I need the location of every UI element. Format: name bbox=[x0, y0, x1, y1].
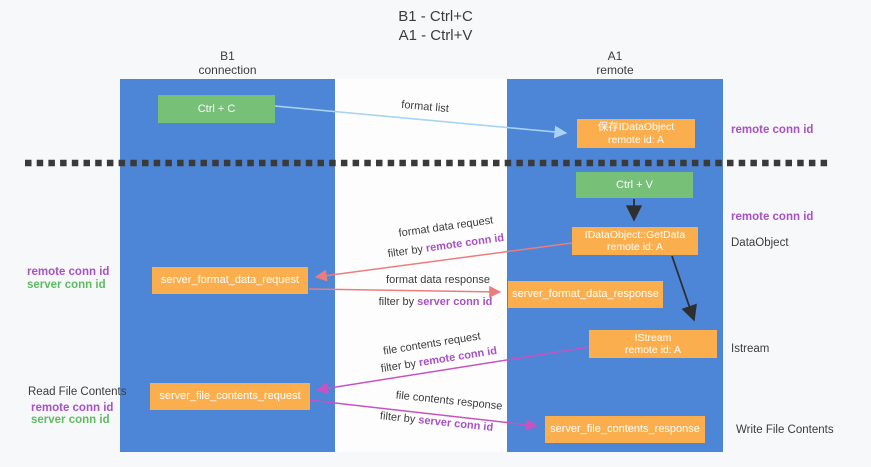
left-remote-conn-id-1: remote conn id bbox=[27, 266, 110, 278]
diagram-title: B1 - Ctrl+C A1 - Ctrl+V bbox=[0, 7, 871, 45]
node-format-request-label: server_format_data_request bbox=[160, 274, 300, 286]
lifeline-header-b1: B1 connection bbox=[120, 49, 335, 77]
node-ctrl-c: Ctrl + C bbox=[158, 95, 275, 123]
lifeline-b1-role: connection bbox=[198, 63, 257, 77]
lifeline-header-a1: A1 remote bbox=[507, 49, 723, 77]
left-server-conn-id-1: server conn id bbox=[27, 279, 106, 291]
node-save-idataobject: 保存IDataObject remote id: A bbox=[577, 119, 695, 148]
node-server-file-contents-request: server_file_contents_request bbox=[150, 383, 310, 410]
right-remote-conn-id-2: remote conn id bbox=[731, 211, 814, 223]
left-read-file-contents-label: Read File Contents bbox=[28, 386, 127, 398]
lifeline-b1-name: B1 bbox=[220, 49, 235, 63]
node-getdata-line2: remote id: A bbox=[606, 241, 664, 253]
right-write-file-contents-label: Write File Contents bbox=[736, 424, 834, 436]
right-dataobject-label: DataObject bbox=[731, 237, 789, 249]
node-server-format-data-request: server_format_data_request bbox=[152, 267, 308, 294]
node-file-response-label: server_file_contents_response bbox=[550, 423, 700, 435]
label-filter-by-server-conn-id-1: filter by server conn id bbox=[375, 296, 496, 309]
node-istream: IStream remote id: A bbox=[589, 330, 717, 358]
node-server-file-contents-response: server_file_contents_response bbox=[545, 416, 705, 443]
left-server-conn-id-2: server conn id bbox=[31, 414, 110, 426]
title-line-1: B1 - Ctrl+C bbox=[398, 8, 473, 25]
filter-by-text: filter by bbox=[379, 410, 416, 426]
node-istream-line1: IStream bbox=[634, 331, 672, 344]
server-conn-id-text: server conn id bbox=[417, 296, 493, 308]
node-save-line2: remote id: A bbox=[607, 133, 665, 146]
left-remote-conn-id-2: remote conn id bbox=[31, 402, 114, 414]
node-istream-line2: remote id: A bbox=[624, 344, 682, 356]
node-save-line1: 保存IDataObject bbox=[597, 121, 675, 133]
filter-by-text: filter by bbox=[378, 296, 415, 308]
lifeline-a1-name: A1 bbox=[607, 49, 623, 63]
node-getdata-line1: IDataObject::GetData bbox=[584, 228, 686, 241]
right-istream-label: Istream bbox=[731, 343, 770, 355]
node-server-format-data-response: server_format_data_response bbox=[508, 281, 663, 308]
title-line-2: A1 - Ctrl+V bbox=[398, 27, 473, 44]
label-format-data-response: format data response bbox=[386, 274, 490, 286]
node-format-response-label: server_format_data_response bbox=[512, 288, 659, 300]
node-ctrl-c-label: Ctrl + C bbox=[197, 102, 236, 115]
node-file-request-label: server_file_contents_request bbox=[159, 390, 301, 402]
right-remote-conn-id-1: remote conn id bbox=[731, 124, 814, 136]
lifeline-a1-role: remote bbox=[596, 63, 634, 77]
node-ctrl-v-label: Ctrl + V bbox=[616, 178, 653, 191]
node-idataobject-getdata: IDataObject::GetData remote id: A bbox=[572, 227, 698, 255]
node-ctrl-v: Ctrl + V bbox=[576, 172, 693, 198]
